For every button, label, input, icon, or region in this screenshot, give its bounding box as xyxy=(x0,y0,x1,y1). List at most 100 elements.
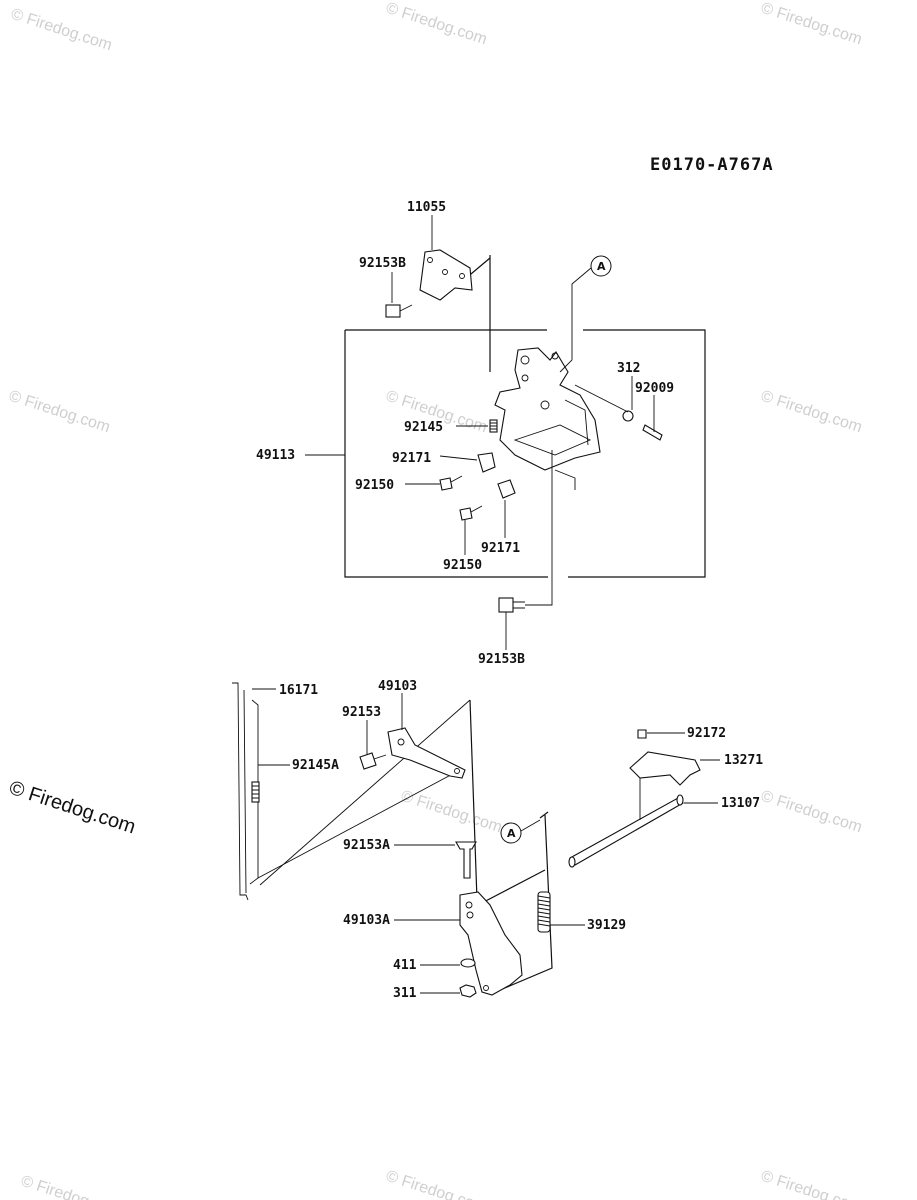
watermark: © Firedog.com xyxy=(759,388,864,437)
shaft-13107 xyxy=(569,797,684,866)
bolt-shank xyxy=(373,754,387,760)
lower-assembly: A 16171 49103 92153 92145A 92153A 49103A… xyxy=(232,679,763,1001)
leader-line xyxy=(439,455,478,461)
watermark: © Firedog.com xyxy=(759,0,864,48)
part-label-312: 312 xyxy=(617,361,640,376)
bracket-11055 xyxy=(419,249,473,301)
lever-49103 xyxy=(387,727,466,779)
bolt-92153B xyxy=(498,597,514,613)
spring-coils xyxy=(252,785,259,799)
frame-line xyxy=(469,699,478,901)
plate-hole xyxy=(520,355,530,365)
lever-hole xyxy=(397,738,405,746)
plate-hole xyxy=(551,352,559,360)
screw-shank xyxy=(450,475,463,483)
frame-line xyxy=(477,869,546,906)
watermark: © Firedog.com xyxy=(759,788,864,837)
screw-92172 xyxy=(637,729,647,739)
bolt-92153A xyxy=(455,841,477,879)
control-plate-49113 xyxy=(494,347,601,471)
watermark: © Firedog.com xyxy=(399,788,504,837)
frame-line xyxy=(259,699,471,886)
upper-assembly: A 11055 92153B 312 92009 92145 49113 921… xyxy=(256,200,706,667)
part-label-92171: 92171 xyxy=(481,541,520,556)
bracket-hole xyxy=(442,269,448,275)
callout-a xyxy=(500,822,522,844)
part-label-92150: 92150 xyxy=(443,558,482,573)
bracket-hole xyxy=(427,257,433,263)
part-label-92153A: 92153A xyxy=(343,838,390,853)
leader-line xyxy=(554,469,576,490)
screw-shank xyxy=(470,505,483,513)
part-label-49103A: 49103A xyxy=(343,913,390,928)
bolt-92153 xyxy=(359,752,377,770)
part-label-39129: 39129 xyxy=(587,918,626,933)
frame-line xyxy=(499,814,553,991)
spring-coils xyxy=(537,895,551,927)
bracket-49103A xyxy=(459,891,523,996)
bracket-hole xyxy=(466,911,474,919)
part-label-92145: 92145 xyxy=(404,420,443,435)
watermark: © Firedog.com xyxy=(9,6,114,55)
part-label-13107: 13107 xyxy=(721,796,760,811)
watermark: © Firedog.com xyxy=(384,0,489,48)
watermark-dark: © Firedog.com xyxy=(6,777,138,839)
plate-hole xyxy=(540,400,550,410)
spring-coils xyxy=(490,422,497,430)
part-label-92145A: 92145A xyxy=(292,758,339,773)
lever-hole xyxy=(454,768,460,774)
link-rod xyxy=(257,769,461,879)
watermark-group: © Firedog.com © Firedog.com © Firedog.co… xyxy=(6,0,864,1200)
plate-13271 xyxy=(629,751,701,786)
callout-letter: A xyxy=(507,827,516,840)
nut-312 xyxy=(622,410,634,422)
callout-leader xyxy=(559,267,592,373)
part-label-92172: 92172 xyxy=(687,726,726,741)
washer-411 xyxy=(460,958,476,968)
bracket-hole xyxy=(483,985,489,991)
leader-line xyxy=(525,450,553,606)
watermark: © Firedog.com xyxy=(759,1168,864,1200)
rod-16171-inner xyxy=(243,689,247,894)
part-label-92153B: 92153B xyxy=(359,256,406,271)
part-label-92171: 92171 xyxy=(392,451,431,466)
callout-leader xyxy=(520,819,541,832)
part-label-311: 311 xyxy=(393,986,417,1001)
part-label-13271: 13271 xyxy=(724,753,763,768)
part-label-92153: 92153 xyxy=(342,705,381,720)
bolt-92009 xyxy=(642,424,663,441)
shaft-end xyxy=(676,794,684,806)
nut-311 xyxy=(459,984,477,998)
plate-edge xyxy=(564,399,589,446)
clip-92171 xyxy=(497,479,516,499)
bolt-shank xyxy=(399,304,413,312)
watermark: © Firedog.com xyxy=(19,1173,124,1200)
bracket-hole xyxy=(459,273,465,279)
bracket-hole xyxy=(465,901,473,909)
bolt-92153B xyxy=(385,304,401,318)
watermark: © Firedog.com xyxy=(7,388,112,437)
group-frame xyxy=(344,329,706,578)
rod-16171 xyxy=(232,682,249,901)
callout-a xyxy=(590,255,612,277)
clip-92171 xyxy=(477,452,496,473)
diagram-code: E0170-A767A xyxy=(650,155,774,175)
part-label-92153B: 92153B xyxy=(478,652,525,667)
part-label-16171: 16171 xyxy=(279,683,318,698)
part-label-92150: 92150 xyxy=(355,478,394,493)
plate-fold xyxy=(513,424,592,456)
bolt-shank xyxy=(513,601,525,609)
part-label-411: 411 xyxy=(393,958,417,973)
frame-line xyxy=(539,811,549,819)
part-label-11055: 11055 xyxy=(407,200,446,215)
watermark: © Firedog.com xyxy=(384,1168,489,1200)
plate-hole xyxy=(521,374,529,382)
callout-letter: A xyxy=(597,260,606,273)
part-label-92009: 92009 xyxy=(635,381,674,396)
shaft-end xyxy=(568,856,576,868)
spring-92145A xyxy=(251,781,260,803)
leader-line xyxy=(574,384,629,413)
part-label-49113: 49113 xyxy=(256,448,295,463)
screw-92150 xyxy=(439,477,453,491)
